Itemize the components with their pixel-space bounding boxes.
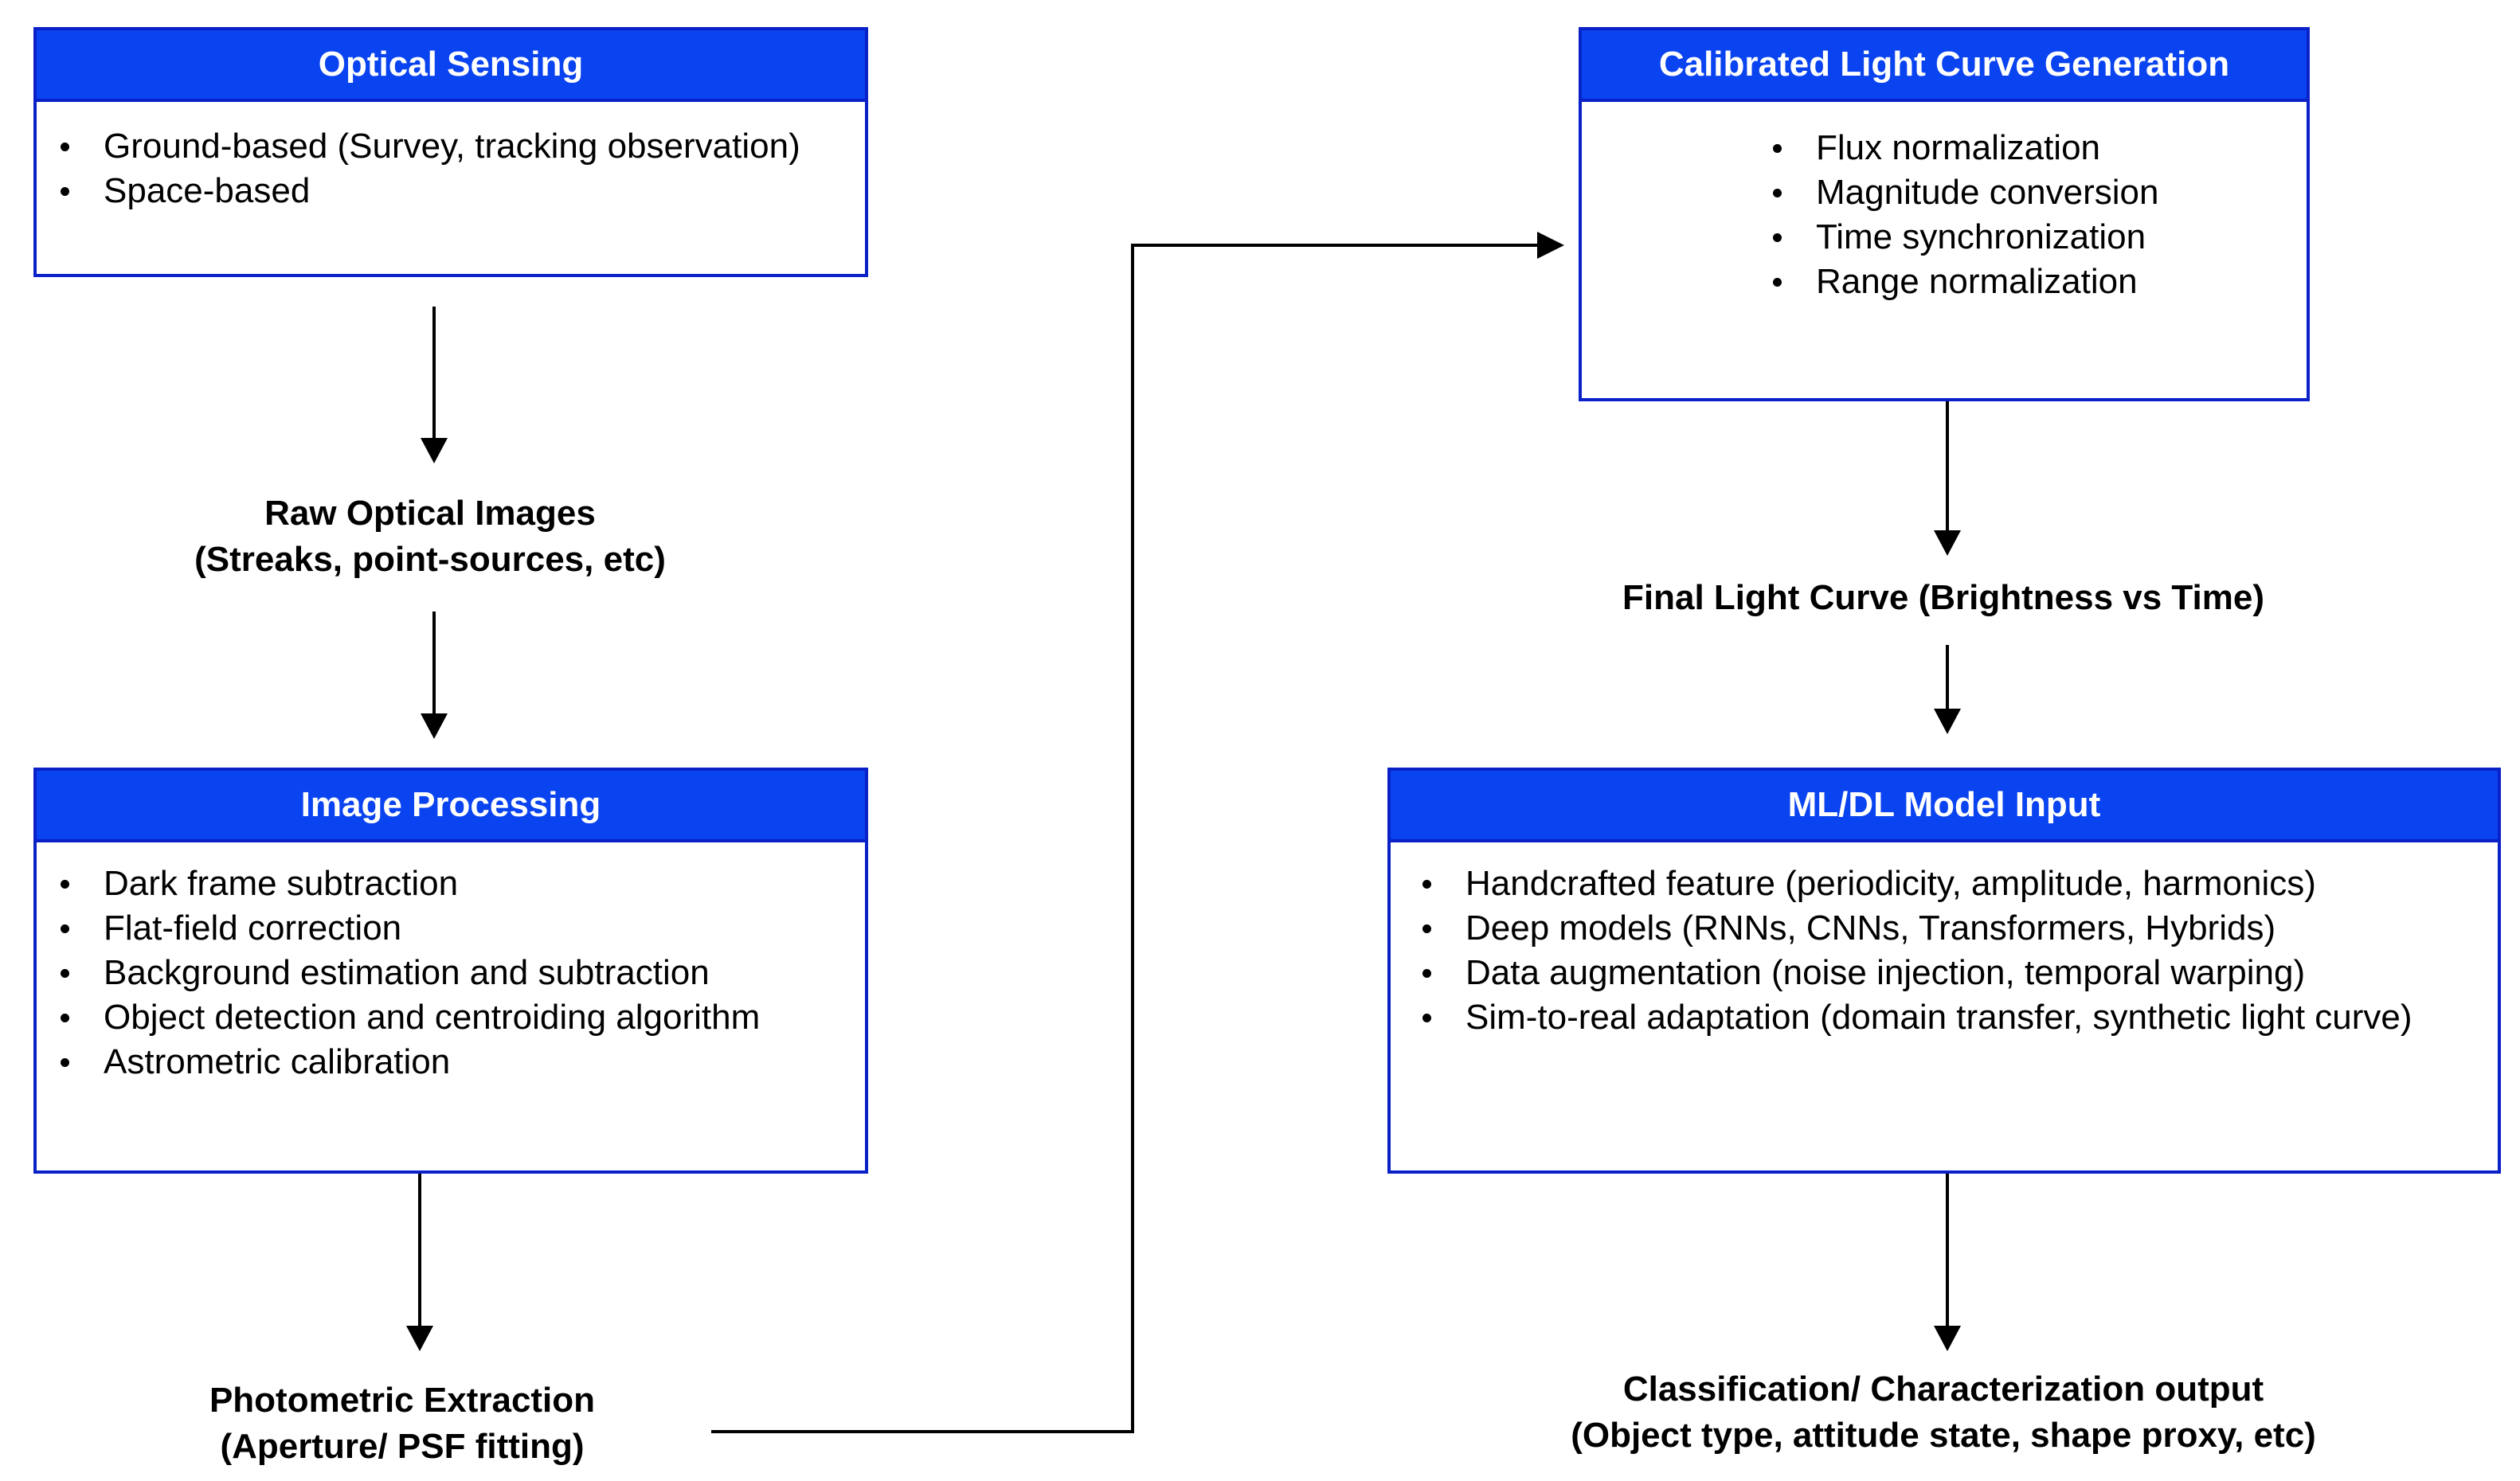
optical-sensing-title: Optical Sensing xyxy=(37,30,865,102)
list-item: Data augmentation (noise injection, temp… xyxy=(1399,951,2498,995)
photometric-extraction-subtitle: (Aperture/ PSF fitting) xyxy=(220,1427,585,1466)
list-item: Deep models (RNNs, CNNs, Transformers, H… xyxy=(1399,906,2498,951)
arrowhead xyxy=(421,713,448,739)
list-item: Flux normalization xyxy=(1749,126,2307,170)
list-item: Astrometric calibration xyxy=(37,1040,865,1084)
list-item: Flat-field correction xyxy=(37,906,865,951)
ml-dl-model-input-box: ML/DL Model Input Handcrafted feature (p… xyxy=(1387,768,2501,1174)
arrowhead xyxy=(1934,1326,1961,1351)
ml-dl-model-input-title: ML/DL Model Input xyxy=(1391,771,2498,842)
arrowhead xyxy=(1537,232,1564,259)
list-item: Object detection and centroiding algorit… xyxy=(37,995,865,1040)
photometric-extraction-title: Photometric Extraction xyxy=(209,1381,596,1420)
list-item: Time synchronization xyxy=(1749,215,2307,260)
arrow-photometric-to-calibrated xyxy=(711,244,1545,1433)
arrowhead xyxy=(1934,530,1961,556)
calibrated-light-curve-title: Calibrated Light Curve Generation xyxy=(1582,30,2307,102)
ml-dl-model-input-list: Handcrafted feature (periodicity, amplit… xyxy=(1399,862,2498,1040)
classification-output-label: Classification/ Characterization output … xyxy=(1481,1366,2405,1459)
calibrated-light-curve-list: Flux normalization Magnitude conversion … xyxy=(1749,126,2307,304)
list-item: Range normalization xyxy=(1749,260,2307,304)
classification-output-subtitle: (Object type, attitude state, shape prox… xyxy=(1571,1416,2316,1455)
photometric-extraction-label: Photometric Extraction (Aperture/ PSF fi… xyxy=(104,1377,701,1470)
image-processing-box: Image Processing Dark frame subtraction … xyxy=(33,768,868,1174)
optical-sensing-list: Ground-based (Survey, tracking observati… xyxy=(37,124,865,213)
final-light-curve-title: Final Light Curve (Brightness vs Time) xyxy=(1622,578,2264,617)
calibrated-light-curve-box: Calibrated Light Curve Generation Flux n… xyxy=(1579,27,2310,401)
list-item: Magnitude conversion xyxy=(1749,170,2307,215)
raw-optical-images-title: Raw Optical Images xyxy=(264,494,596,533)
list-item: Sim-to-real adaptation (domain transfer,… xyxy=(1399,995,2498,1040)
arrowhead xyxy=(421,438,448,463)
list-item: Background estimation and subtraction xyxy=(37,951,865,995)
image-processing-title: Image Processing xyxy=(37,771,865,842)
raw-optical-images-subtitle: (Streaks, point-sources, etc) xyxy=(194,540,666,579)
optical-sensing-box: Optical Sensing Ground-based (Survey, tr… xyxy=(33,27,868,277)
arrowhead xyxy=(406,1326,433,1351)
classification-output-title: Classification/ Characterization output xyxy=(1622,1370,2264,1409)
list-item: Ground-based (Survey, tracking observati… xyxy=(37,124,865,169)
list-item: Handcrafted feature (periodicity, amplit… xyxy=(1399,862,2498,906)
image-processing-list: Dark frame subtraction Flat-field correc… xyxy=(37,862,865,1084)
raw-optical-images-label: Raw Optical Images (Streaks, point-sourc… xyxy=(127,490,733,583)
list-item: Space-based xyxy=(37,169,865,213)
list-item: Dark frame subtraction xyxy=(37,862,865,906)
arrowhead xyxy=(1934,709,1961,734)
final-light-curve-label: Final Light Curve (Brightness vs Time) xyxy=(1521,575,2365,621)
